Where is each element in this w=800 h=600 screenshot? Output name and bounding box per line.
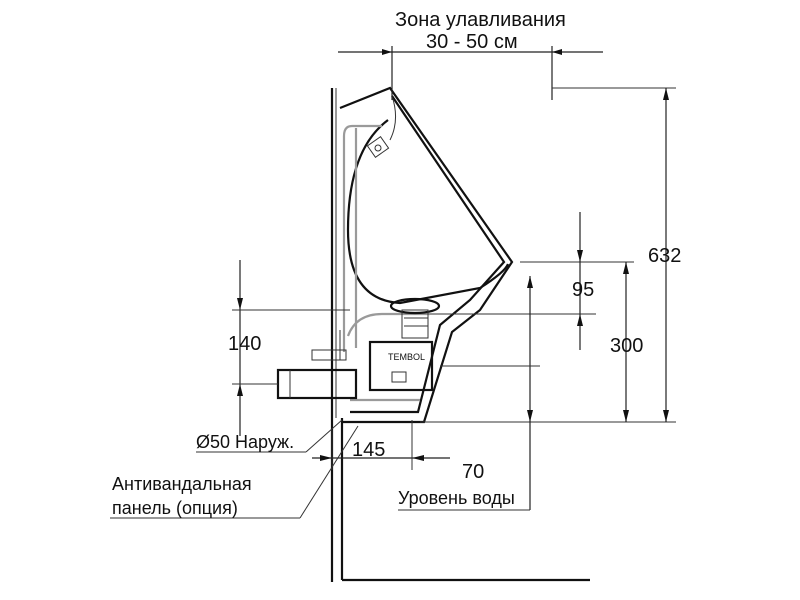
leaders — [110, 419, 530, 519]
water-level-label: Уровень воды — [398, 488, 515, 508]
height-dimensions — [420, 87, 676, 510]
depth-dimensions — [312, 420, 450, 470]
zone-title: Зона улавливания — [395, 9, 566, 31]
dim-632: 632 — [648, 245, 681, 267]
panel-label-line1: Антивандальная — [112, 474, 252, 494]
dim-300: 300 — [610, 335, 643, 357]
wall — [330, 88, 590, 582]
dim-145: 145 — [352, 439, 385, 461]
urinal-body — [339, 86, 514, 424]
brand-label: TEMBOL — [388, 352, 425, 362]
zone-dimension — [338, 46, 603, 100]
zone-range: 30 - 50 см — [426, 31, 518, 53]
drain-height-dimension — [232, 260, 350, 436]
siphon-trap: TEMBOL — [368, 297, 441, 392]
pipe-diameter-label: Ø50 Наруж. — [196, 432, 294, 452]
dim-140: 140 — [228, 333, 261, 355]
spray-nozzle-icon — [366, 135, 390, 159]
dim-70: 70 — [462, 461, 484, 483]
inlet-pipe — [342, 124, 430, 402]
panel-label-line2: панель (опция) — [112, 498, 238, 518]
dim-95: 95 — [572, 279, 594, 301]
